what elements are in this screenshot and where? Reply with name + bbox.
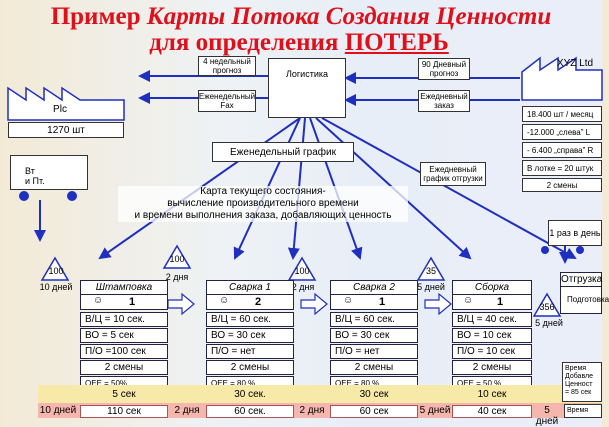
diagram-title-line2: для определения ПОТЕРЬ xyxy=(149,29,449,56)
assembly-co: ВО = 10 сек xyxy=(452,328,532,343)
inventory-days-1: 10 дней xyxy=(39,282,73,292)
stamping-ct: В/Ц = 10 сек. xyxy=(80,312,168,327)
daily-order-box: Ежедневный заказ xyxy=(418,90,470,112)
timeline-va xyxy=(38,385,602,403)
operator-icon: ☺ xyxy=(219,295,230,306)
customer-row-5: 2 смены xyxy=(522,178,602,192)
inventory-triangle-1 xyxy=(40,256,70,281)
operator-icon: ☺ xyxy=(463,295,474,306)
inventory-days-3: 2 дня xyxy=(291,282,315,292)
inventory-num-3: 100 xyxy=(294,266,310,276)
welding2-co: ВО = 30 сек xyxy=(330,328,418,343)
lead-time-5: 2 дня xyxy=(299,405,325,416)
va-time-3: 30 сек xyxy=(359,389,389,400)
lead-time-7: 5 дней xyxy=(419,405,451,416)
welding1-ct: В/Ц = 60 сек. xyxy=(206,312,294,327)
stamping-uptime: П/О =100 сек xyxy=(80,344,168,359)
assembly-ct: В/Ц = 40 сек. xyxy=(452,312,532,327)
daily-forecast-box: 90 Дневный прогноз xyxy=(418,58,470,80)
customer-row-2: -12.000 „слева” L xyxy=(522,124,602,140)
process-stamping: Штамповка ☺ 1 xyxy=(80,280,168,310)
inventory-num-1: 100 xyxy=(48,266,64,276)
forecast-box: 4 недельный прогноз xyxy=(198,56,256,76)
process-assembly: Сборка ☺ 1 xyxy=(452,280,532,310)
value-added-summary: Время Добавле Ценност = 85 сек xyxy=(562,362,602,402)
delivery-frequency: 1 раз в день xyxy=(548,220,602,246)
welding2-shifts: 2 смены xyxy=(330,360,418,375)
inventory-days-2: 2 дня xyxy=(165,272,189,282)
caption: Карта текущего состояния- вычисление про… xyxy=(118,186,408,222)
inventory-days-4: 5 дней xyxy=(417,282,445,292)
va-time-2: 30 сек. xyxy=(234,389,266,400)
supplier-name: Plc xyxy=(53,104,67,115)
supplier-truck: Вт и Пт. xyxy=(10,155,88,190)
lead-time-1: 10 дней xyxy=(39,405,77,416)
lead-time-2: 110 сек xyxy=(80,405,168,418)
welding1-co: ВО = 30 сек xyxy=(206,328,294,343)
diagram-title-line1: Пример Карты Потока Создания Ценности xyxy=(50,3,552,30)
weekly-fax-box: Еженедельный Fax xyxy=(198,90,256,112)
supplier-factory-icon xyxy=(7,86,125,121)
lead-time-3: 2 дня xyxy=(174,405,200,416)
customer-name: XYZ Ltd xyxy=(556,58,594,69)
lead-time-summary: Время xyxy=(564,404,602,418)
inventory-triangle-5 xyxy=(532,292,562,317)
customer-row-3: - 6.400 „справа” R xyxy=(522,142,602,158)
customer-row-4: В лотке = 20 штук xyxy=(522,160,602,176)
welding1-uptime: П/О = нет xyxy=(206,344,294,359)
inventory-days-5: 5 дней xyxy=(535,318,563,328)
assembly-shifts: 2 смены xyxy=(452,360,532,375)
lead-time-4: 60 сек. xyxy=(206,405,294,418)
operator-icon: ☺ xyxy=(93,295,104,306)
process-welding-1: Сварка 1 ☺ 2 xyxy=(206,280,294,310)
customer-row-1: 18.400 шт / месяц xyxy=(522,106,602,122)
welding2-ct: В/Ц = 60 сек. xyxy=(330,312,418,327)
logistics-box: Логистика xyxy=(268,58,346,118)
va-time-1: 5 сек xyxy=(112,389,136,400)
process-welding-2: Сварка 2 ☺ 1 xyxy=(330,280,418,310)
operator-icon: ☺ xyxy=(343,295,354,306)
supplier-qty: 1270 шт xyxy=(8,122,124,138)
inventory-triangle-3 xyxy=(287,256,317,281)
lead-time-8: 40 сек xyxy=(452,405,532,418)
shipping-box: Отгрузка Подготовка xyxy=(560,272,609,314)
inventory-num-5: 356 xyxy=(539,302,555,312)
inventory-num-2: 100 xyxy=(169,254,185,264)
stamping-co: ВО = 5 сек xyxy=(80,328,168,343)
va-time-4: 10 сек xyxy=(477,389,507,400)
assembly-uptime: П/О = 10 сек xyxy=(452,344,532,359)
customer-factory-icon xyxy=(521,56,603,101)
inventory-triangle-4 xyxy=(416,256,446,281)
stamping-shifts: 2 смены xyxy=(80,360,168,375)
inventory-triangle-2 xyxy=(162,244,192,269)
inventory-num-4: 35 xyxy=(425,266,436,276)
daily-shipping-box: Ежедневный график отгрузки xyxy=(420,162,486,186)
lead-time-6: 60 сек xyxy=(330,405,418,418)
weekly-schedule-box: Еженедельный график xyxy=(212,142,354,162)
lead-time-9: 5 дней xyxy=(535,405,559,427)
welding2-uptime: П/О = нет xyxy=(330,344,418,359)
welding1-shifts: 2 смены xyxy=(206,360,294,375)
